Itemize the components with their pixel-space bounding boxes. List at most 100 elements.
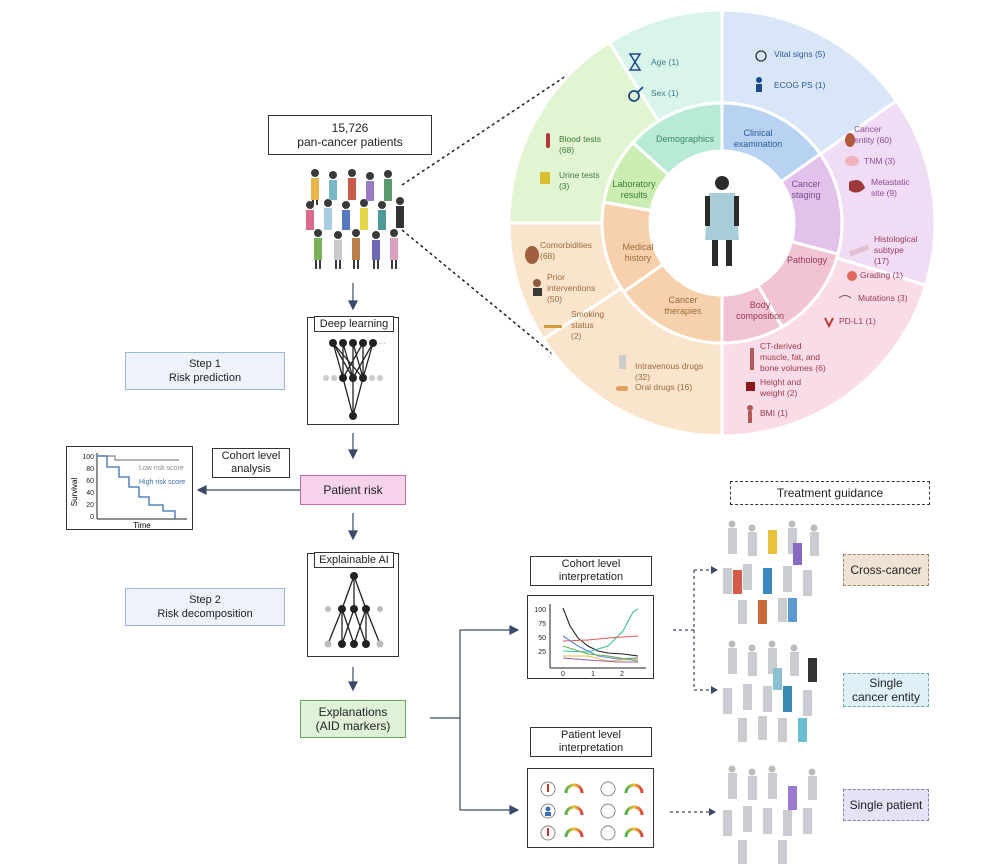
- neural-network-icon: ···: [323, 339, 386, 420]
- survival-plot-panel: Survival 100 80 60 40 20 0 Low risk scor…: [66, 446, 193, 530]
- label-cancer-entity-line1: Cancer: [854, 124, 882, 134]
- label-mutations-line1: Mutations (3): [858, 293, 908, 303]
- label-oral: Oral drugs (16): [635, 382, 692, 392]
- patient-interp-line2: interpretation: [558, 742, 624, 754]
- crowd-figures: [306, 169, 404, 269]
- deep-learning-label: Deep learning: [314, 316, 394, 332]
- survival-ytick-60: 60: [86, 478, 94, 485]
- step2-title: Step 2: [189, 594, 221, 606]
- label-ecog: ECOG PS (1): [774, 80, 826, 90]
- cohort-interp-line2: interpretation: [558, 571, 624, 583]
- patient-risk-label: Patient risk: [323, 483, 383, 497]
- survival-ytick-40: 40: [86, 490, 94, 497]
- label-age-line1: Age (1): [651, 57, 679, 67]
- label-clinical-line1: Clinical: [743, 128, 772, 138]
- label-sex: Sex (1): [651, 88, 679, 98]
- explanations-title: Explanations: [318, 705, 388, 719]
- label-bmi-line1: BMI (1): [760, 408, 788, 418]
- single-entity-line1: Single: [869, 676, 903, 690]
- label-medical-history-line1: Medical: [622, 242, 653, 252]
- survival-xlabel: Time: [133, 521, 151, 530]
- cohort-ytick-50: 50: [538, 635, 546, 642]
- step2-subtitle: Risk decomposition: [157, 608, 253, 620]
- patient-interp-label-box: Patient level interpretation: [530, 727, 652, 757]
- label-grading: Grading (1): [860, 270, 903, 280]
- label-prior-interventions-line2: interventions: [547, 283, 595, 293]
- patients-count-box: 15,726 pan-cancer patients: [268, 115, 432, 155]
- patient-crowd-illustration: [306, 169, 404, 269]
- label-laboratory-results-line2: results: [621, 190, 648, 200]
- single-entity-tag: Single cancer entity: [843, 673, 929, 707]
- explainable-ai-label: Explainable AI: [314, 552, 394, 568]
- label-comorbidities-line2: (68): [540, 251, 555, 261]
- step2-box: Step 2 Risk decomposition: [125, 588, 285, 626]
- label-prior-interventions-line1: Prior: [547, 272, 565, 282]
- cohort-interp-line1: Cohort level: [561, 558, 621, 570]
- single-patient-tag: Single patient: [843, 789, 929, 821]
- label-medical-history-line2: history: [625, 253, 652, 263]
- label-tnm: TNM (3): [864, 156, 895, 166]
- cohort-interp-plot-panel: 100 75 50 25 0 1 2: [527, 595, 654, 679]
- high-risk-curve: [97, 455, 176, 519]
- label-intravenous-line2: (32): [635, 372, 650, 382]
- label-urine-tests-line1: Urine tests: [559, 170, 600, 180]
- survival-ytick-100: 100: [82, 454, 94, 461]
- label-ct-derived-line3: bone volumes (6): [760, 363, 826, 373]
- single-patient-label: Single patient: [849, 798, 923, 812]
- treatment-guidance-box: Treatment guidance: [730, 481, 930, 505]
- cohort-ytick-75: 75: [538, 621, 546, 628]
- step1-title: Step 1: [189, 358, 221, 370]
- cohort-analysis-line1: Cohort level: [221, 450, 281, 462]
- cohort-ytick-100: 100: [534, 607, 546, 614]
- survival-ytick-80: 80: [86, 466, 94, 473]
- label-body-composition-line2: composition: [736, 311, 784, 321]
- label-body-composition-line1: Body: [750, 300, 771, 310]
- label-mutations: Mutations (3): [858, 293, 908, 303]
- patients-count: 15,726: [331, 121, 369, 135]
- cohort-analysis-box: Cohort level analysis: [212, 448, 290, 478]
- label-demographics-line1: Demographics: [656, 134, 715, 144]
- center-patient-figure: [705, 176, 739, 266]
- cross-cancer-tag: Cross-cancer: [843, 554, 929, 586]
- label-blood-tests-line1: Blood tests: [559, 134, 601, 144]
- single-entity-line2: cancer entity: [851, 690, 921, 704]
- explanations-subtitle: (AID markers): [315, 719, 391, 733]
- patient-interp-line1: Patient level: [561, 729, 621, 741]
- cohort-xtick-1: 1: [591, 671, 595, 678]
- label-cancer-therapies-line2: therapies: [664, 306, 702, 316]
- survival-plot: Survival 100 80 60 40 20 0 Low risk scor…: [70, 453, 187, 530]
- label-comorbidities: Comorbidities(68): [540, 240, 592, 261]
- label-cancer-staging-line1: Cancer: [791, 179, 820, 189]
- label-pdl1: PD-L1 (1): [839, 316, 876, 326]
- label-vital-signs: Vital signs (5): [774, 49, 826, 59]
- patient-risk-box: Patient risk: [300, 475, 406, 505]
- label-smoking-line3: (2): [571, 331, 582, 341]
- label-comorbidities-line1: Comorbidities: [540, 240, 592, 250]
- label-age: Age (1): [651, 57, 679, 67]
- category-icons: [525, 50, 870, 423]
- label-clinical-line2: examination: [734, 139, 783, 149]
- label-pathology-line1: Pathology: [787, 255, 828, 265]
- label-metastatic-line1: Metastatic: [871, 177, 910, 187]
- svg-text:···: ···: [378, 339, 386, 348]
- label-cancer-staging-line2: staging: [791, 190, 820, 200]
- label-prior-interventions-line3: (50): [547, 294, 562, 304]
- label-smoking-line2: status: [571, 320, 594, 330]
- label-grading-line1: Grading (1): [860, 270, 903, 280]
- cohort-interp-label-box: Cohort level interpretation: [530, 556, 652, 586]
- label-oral-line1: Oral drugs (16): [635, 382, 692, 392]
- low-risk-curve: [97, 455, 179, 461]
- label-pathology: Pathology: [787, 255, 828, 265]
- label-blood-tests-line2: (68): [559, 145, 574, 155]
